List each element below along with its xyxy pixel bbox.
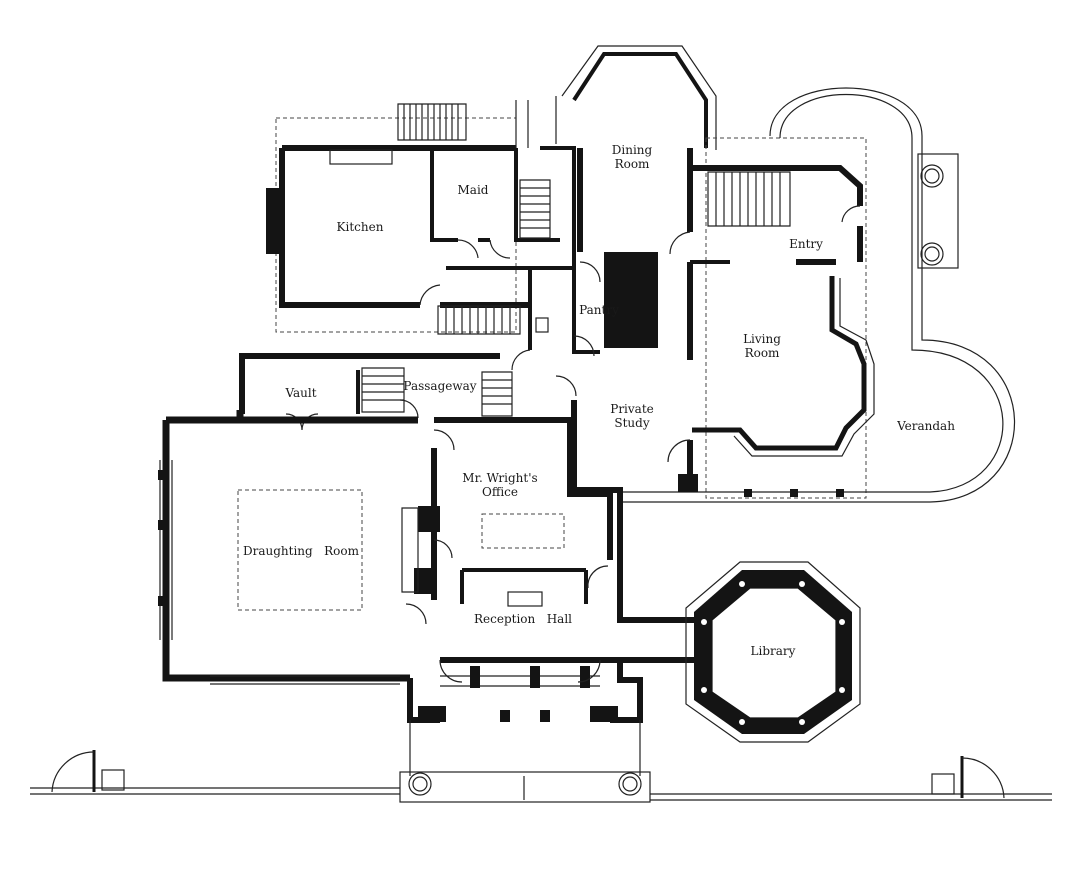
room-label-verandah: Verandah (897, 419, 955, 433)
living-room (667, 262, 875, 492)
kitchen-block (266, 100, 576, 333)
room-label-reception: Reception Hall (474, 612, 572, 626)
front-porch (399, 706, 651, 803)
fireplace-kitchen (266, 188, 282, 254)
verandah (620, 87, 1016, 503)
room-label-draughting: Draughting Room (242, 544, 360, 558)
room-label-pantry: Pantry (579, 303, 619, 317)
entry-block (690, 137, 959, 499)
room-label-study: Private Study (610, 402, 654, 430)
office-reception (401, 417, 694, 723)
library (685, 561, 861, 743)
private-study (555, 375, 623, 500)
room-label-dining: Dining Room (611, 143, 653, 171)
room-label-kitchen: Kitchen (336, 220, 384, 234)
room-label-passageway: Passageway (403, 379, 477, 393)
room-label-maid: Maid (457, 183, 489, 197)
room-label-entry: Entry (789, 237, 823, 251)
room-label-library: Library (750, 644, 796, 658)
rear-stair-treads (403, 104, 459, 140)
service-core (239, 266, 600, 431)
dining-fireplace (604, 252, 658, 348)
draughting-room (158, 410, 418, 685)
room-label-vault: Vault (285, 386, 317, 400)
room-label-office: Mr. Wright's Office (462, 471, 538, 499)
street-wall (30, 750, 1052, 801)
dining-room (555, 45, 717, 348)
room-label-living: Living Room (743, 332, 781, 360)
